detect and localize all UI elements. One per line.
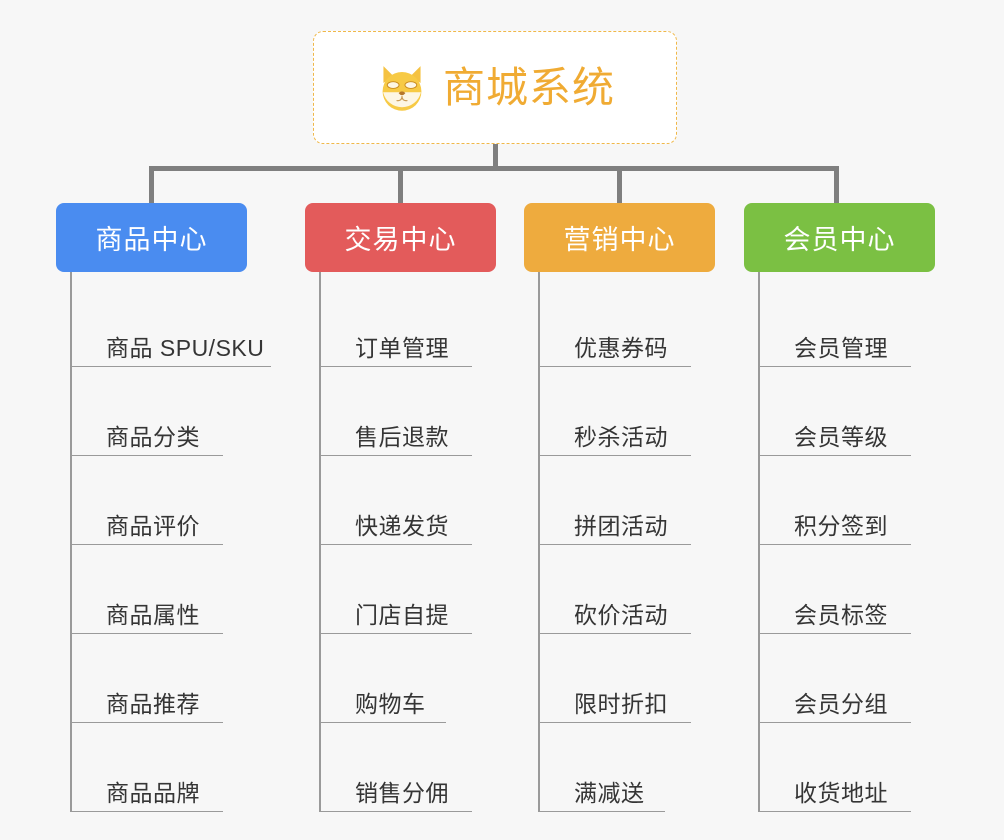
list-item[interactable]: 门店自提 <box>321 545 496 634</box>
leaf-label: 积分签到 <box>794 513 888 539</box>
list-item[interactable]: 限时折扣 <box>540 634 715 723</box>
list-item[interactable]: 会员管理 <box>760 278 935 367</box>
list-item[interactable]: 商品分类 <box>72 367 247 456</box>
list-item[interactable]: 商品 SPU/SKU <box>72 278 271 367</box>
leaf-label: 商品属性 <box>106 602 200 628</box>
list-item[interactable]: 商品评价 <box>72 456 247 545</box>
connector-drop-2 <box>398 166 403 203</box>
list-item[interactable]: 会员标签 <box>760 545 935 634</box>
category-box-trade-center[interactable]: 交易中心 <box>305 203 496 272</box>
branch-column-trade-center: 交易中心 订单管理 售后退款 快递发货 门店自提 购物车 销售分佣 <box>305 203 496 812</box>
leaf-label: 会员等级 <box>794 424 888 450</box>
list-item[interactable]: 优惠券码 <box>540 278 715 367</box>
leaf-list-member-center: 会员管理 会员等级 积分签到 会员标签 会员分组 收货地址 <box>758 272 935 812</box>
root-title: 商城系统 <box>442 63 615 111</box>
leaf-label: 秒杀活动 <box>574 424 668 450</box>
leaf-label: 拼团活动 <box>574 513 668 539</box>
connector-drop-1 <box>149 166 154 203</box>
leaf-label: 商品评价 <box>106 513 200 539</box>
leaf-label: 快递发货 <box>355 513 449 539</box>
branch-column-member-center: 会员中心 会员管理 会员等级 积分签到 会员标签 会员分组 收货地址 <box>744 203 935 812</box>
leaf-label: 商品品牌 <box>106 780 200 806</box>
list-item[interactable]: 会员分组 <box>760 634 935 723</box>
leaf-label: 会员管理 <box>794 335 888 361</box>
leaf-label: 会员分组 <box>794 691 888 717</box>
leaf-list-product-center: 商品 SPU/SKU 商品分类 商品评价 商品属性 商品推荐 商品品牌 <box>70 272 271 812</box>
list-item[interactable]: 购物车 <box>321 634 496 723</box>
branch-column-product-center: 商品中心 商品 SPU/SKU 商品分类 商品评价 商品属性 商品推荐 商品品牌 <box>56 203 271 812</box>
list-item[interactable]: 订单管理 <box>321 278 496 367</box>
category-label: 商品中心 <box>95 225 208 255</box>
leaf-list-marketing-center: 优惠券码 秒杀活动 拼团活动 砍价活动 限时折扣 满减送 <box>538 272 715 812</box>
list-item[interactable]: 积分签到 <box>760 456 935 545</box>
shiba-dog-icon <box>375 61 429 115</box>
category-label: 营销中心 <box>563 225 676 255</box>
leaf-label: 销售分佣 <box>355 780 449 806</box>
list-item[interactable]: 商品品牌 <box>72 723 247 812</box>
leaf-label: 满减送 <box>574 780 645 806</box>
connector-drop-4 <box>834 166 839 203</box>
leaf-label: 订单管理 <box>355 335 449 361</box>
leaf-label: 优惠券码 <box>574 335 668 361</box>
list-item[interactable]: 会员等级 <box>760 367 935 456</box>
connector-drop-3 <box>617 166 622 203</box>
leaf-label: 会员标签 <box>794 602 888 628</box>
list-item[interactable]: 售后退款 <box>321 367 496 456</box>
leaf-label: 限时折扣 <box>574 691 668 717</box>
leaf-label: 商品推荐 <box>106 691 200 717</box>
list-item[interactable]: 销售分佣 <box>321 723 496 812</box>
category-label: 交易中心 <box>344 225 457 255</box>
root-node-shop-system[interactable]: 商城系统 <box>313 31 677 144</box>
list-item[interactable]: 秒杀活动 <box>540 367 715 456</box>
branch-column-marketing-center: 营销中心 优惠券码 秒杀活动 拼团活动 砍价活动 限时折扣 满减送 <box>524 203 715 812</box>
category-box-marketing-center[interactable]: 营销中心 <box>524 203 715 272</box>
leaf-label: 商品分类 <box>106 424 200 450</box>
leaf-list-trade-center: 订单管理 售后退款 快递发货 门店自提 购物车 销售分佣 <box>319 272 496 812</box>
leaf-label: 收货地址 <box>794 780 888 806</box>
leaf-label: 门店自提 <box>355 602 449 628</box>
connector-root-stem <box>493 144 498 170</box>
list-item[interactable]: 砍价活动 <box>540 545 715 634</box>
list-item[interactable]: 快递发货 <box>321 456 496 545</box>
list-item[interactable]: 收货地址 <box>760 723 935 812</box>
list-item[interactable]: 商品属性 <box>72 545 247 634</box>
category-box-member-center[interactable]: 会员中心 <box>744 203 935 272</box>
list-item[interactable]: 拼团活动 <box>540 456 715 545</box>
leaf-label: 商品 SPU/SKU <box>106 335 265 361</box>
list-item[interactable]: 满减送 <box>540 723 715 812</box>
leaf-label: 购物车 <box>355 691 426 717</box>
category-label: 会员中心 <box>783 225 896 255</box>
leaf-label: 砍价活动 <box>574 602 668 628</box>
list-item[interactable]: 商品推荐 <box>72 634 247 723</box>
category-box-product-center[interactable]: 商品中心 <box>56 203 247 272</box>
leaf-label: 售后退款 <box>355 424 449 450</box>
connector-horizontal-bus <box>149 166 839 171</box>
